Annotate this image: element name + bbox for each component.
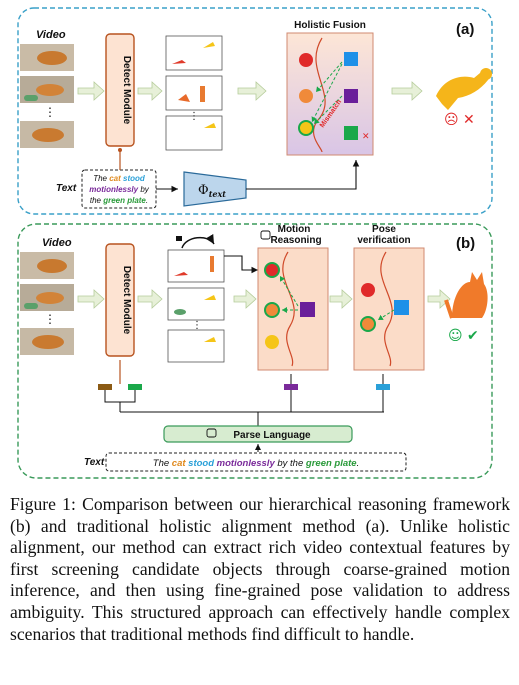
text-label-b: Text xyxy=(84,457,105,468)
holistic-fusion-title: Holistic Fusion xyxy=(294,20,366,31)
pose-verification-title-1: Pose xyxy=(372,224,396,235)
cat-jumping-icon xyxy=(436,68,492,110)
parse-language-label: Parse Language xyxy=(233,430,311,441)
svg-text:⋮: ⋮ xyxy=(192,320,202,331)
robot-icon-motion xyxy=(260,230,271,240)
pose-verification-box xyxy=(353,247,425,371)
pose-verification-title-2: verification xyxy=(357,235,410,246)
svg-text:the green plate.: the green plate. xyxy=(90,196,148,205)
video-frames-b: ⋮ xyxy=(20,252,74,355)
object-crops-b xyxy=(167,233,225,363)
figure-caption: Figure 1: Comparison between our hierarc… xyxy=(10,494,510,644)
parse-language-box xyxy=(163,425,353,443)
object-crops-a xyxy=(165,35,223,151)
svg-text:The cat stood: The cat stood xyxy=(93,174,146,183)
svg-text:✕: ✕ xyxy=(362,132,370,142)
svg-text:The cat stood motionlessly by: The cat stood motionlessly by the green … xyxy=(153,458,359,469)
video-frames-a: ⋮ xyxy=(20,44,74,148)
detect-module-b-label: Detect Module xyxy=(121,266,132,335)
panel-a-border xyxy=(17,7,493,215)
panel-b-label: (b) xyxy=(456,235,475,252)
text-label-a: Text xyxy=(56,183,77,194)
dots-a: ⋮ xyxy=(44,105,56,119)
video-label-b: Video xyxy=(42,237,72,249)
result-icons-a: ☹ ✕ xyxy=(444,112,475,128)
result-icons-b: ☺ ✔ xyxy=(448,328,479,344)
detect-module-b xyxy=(105,243,135,357)
text-encoder-a xyxy=(183,171,247,207)
text-box-a xyxy=(81,169,157,209)
detect-module-a xyxy=(105,33,135,147)
detect-module-a-label: Detect Module xyxy=(121,56,132,125)
panel-a-label: (a) xyxy=(456,21,474,38)
panel-b-border xyxy=(17,223,493,479)
dots-b: ⋮ xyxy=(44,312,56,326)
cat-sitting-icon xyxy=(444,272,488,319)
svg-text:Φtext: Φtext xyxy=(198,183,226,199)
motion-reasoning-title-2: Reasoning xyxy=(270,235,321,246)
text-box-b xyxy=(105,452,407,472)
motion-reasoning-title-1: Motion xyxy=(278,224,311,235)
figure-diagram: (a) Video ⋮ Detect Module ⋮ Holistic Fus… xyxy=(17,7,493,479)
robot-icon-parse xyxy=(206,428,217,438)
language-tokens xyxy=(98,384,390,390)
svg-text:motionlessly by: motionlessly by xyxy=(89,185,150,194)
video-label-a: Video xyxy=(36,29,66,41)
svg-text:⋮: ⋮ xyxy=(189,111,199,122)
